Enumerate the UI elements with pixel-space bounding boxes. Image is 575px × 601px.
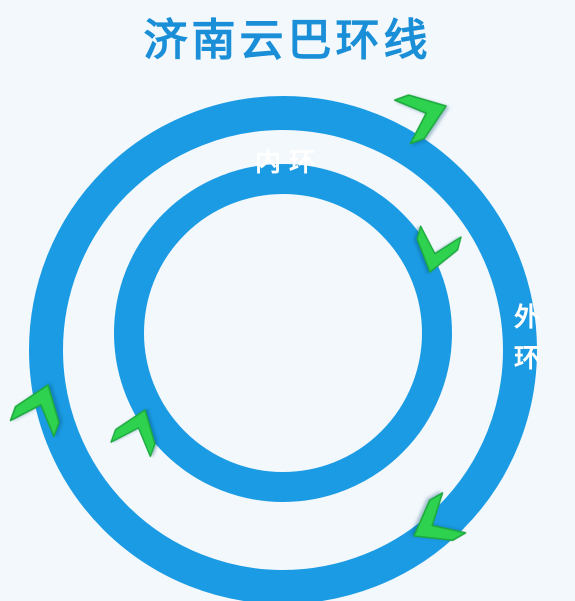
outer-loop-direction-arrow-1 [393, 94, 447, 145]
direction-arrows [9, 94, 467, 542]
diagram-title: 济南云巴环线 [143, 15, 432, 66]
chevron-arrow-icon [413, 492, 467, 542]
inner-loop-direction-arrow-2 [110, 409, 156, 458]
outer-loop-direction-arrow-2 [413, 492, 467, 542]
inner-loop-direction-arrow-1 [416, 225, 462, 273]
inner-loop-label: 内环 [255, 148, 323, 178]
outer-loop-direction-arrow-3 [9, 384, 60, 438]
outer-loop-label-char-2: 环 [514, 344, 540, 374]
outer-loop-label-char-1: 外 [514, 303, 540, 333]
chevron-arrow-icon [416, 225, 462, 273]
inner-loop-ring [114, 164, 452, 502]
chevron-arrow-icon [9, 384, 60, 438]
chevron-arrow-icon [110, 409, 156, 458]
outer-loop-ring [29, 96, 537, 601]
chevron-arrow-icon [393, 94, 447, 145]
